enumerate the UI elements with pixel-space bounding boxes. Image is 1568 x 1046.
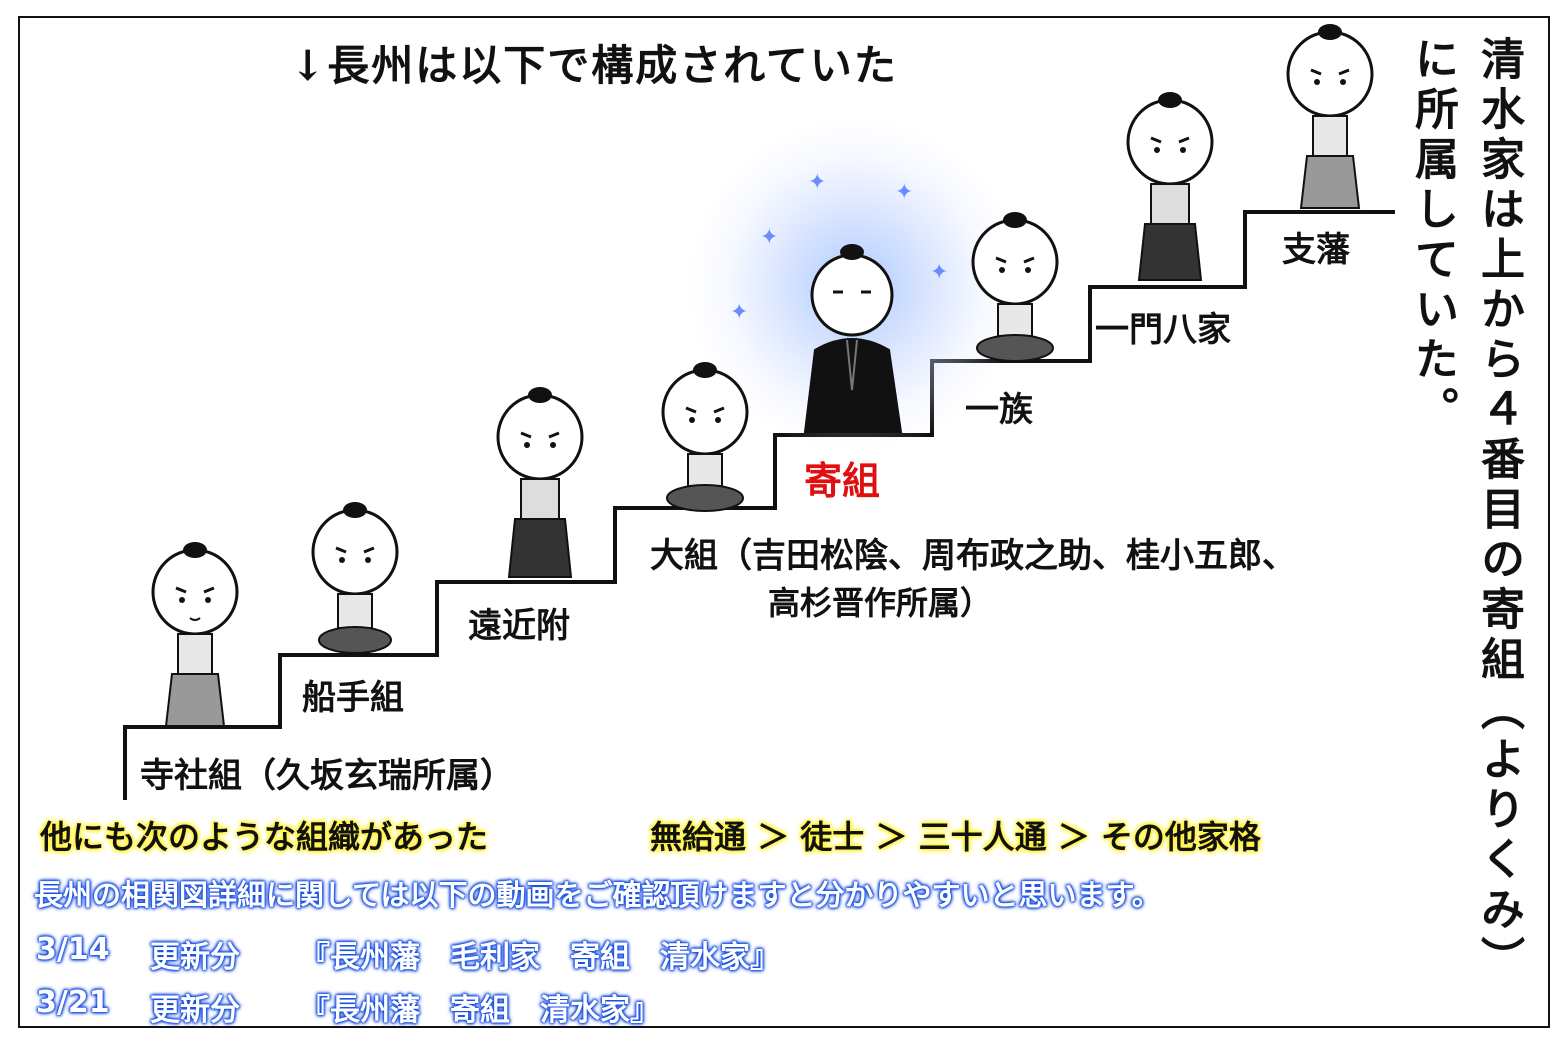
step-label-ochikazuke: 遠近附: [468, 598, 570, 647]
step-label-ichimon-hakke: 一門八家: [1095, 302, 1231, 351]
sparkle-icon: ✦: [760, 225, 778, 250]
other-orgs-intro: 他にも次のような組織があった: [40, 812, 488, 858]
step-label-shihan: 支藩: [1282, 222, 1350, 271]
video-note: 長州の相関図詳細に関しては以下の動画をご確認頂けますと分かりやすいと思います。: [34, 872, 1161, 914]
update-date: 3/21: [36, 985, 110, 1020]
step-label-ichizoku: 一族: [965, 382, 1033, 431]
vertical-note-col2: に所属していた。: [1400, 36, 1464, 436]
update-title-link[interactable]: 『長州藩 毛利家 寄組 清水家』: [300, 932, 780, 976]
step-label-funate: 船手組: [302, 670, 404, 719]
step-label-jisha: 寺社組（久坂玄瑞所属）: [140, 748, 514, 797]
samurai-figure-icon: [300, 500, 410, 660]
samurai-figure-icon: [1275, 22, 1385, 212]
step-label-yorigumi: 寄組: [804, 450, 880, 505]
page-title: ↓長州は以下で構成されていた: [290, 32, 898, 93]
samurai-figure-icon: [960, 210, 1070, 365]
samurai-figure-icon: [785, 240, 920, 435]
samurai-figure-icon: [140, 540, 250, 730]
sparkle-icon: ✦: [895, 180, 913, 205]
ogumi-note-line2: 高杉晋作所属）: [768, 576, 992, 630]
vertical-note-col1: 清水家は上から４番目の寄組（よりくみ）: [1466, 36, 1530, 986]
samurai-figure-icon: [1115, 90, 1225, 285]
sparkle-icon: ✦: [730, 300, 748, 325]
samurai-figure-icon: [485, 385, 595, 580]
samurai-figure-icon: [650, 360, 760, 515]
other-orgs-ranking: 無給通 ＞ 徒士 ＞ 三十人通 ＞ その他家格: [650, 812, 1261, 858]
sparkle-icon: ✦: [808, 170, 826, 195]
update-label: 更新分: [150, 932, 240, 976]
sparkle-icon: ✦: [930, 260, 948, 285]
update-date: 3/14: [36, 932, 110, 967]
step-label-ogumi: 大組（吉田松陰、周布政之助、桂小五郎、: [650, 528, 1296, 577]
update-title-link[interactable]: 『長州藩 寄組 清水家』: [300, 985, 660, 1029]
update-label: 更新分: [150, 985, 240, 1029]
